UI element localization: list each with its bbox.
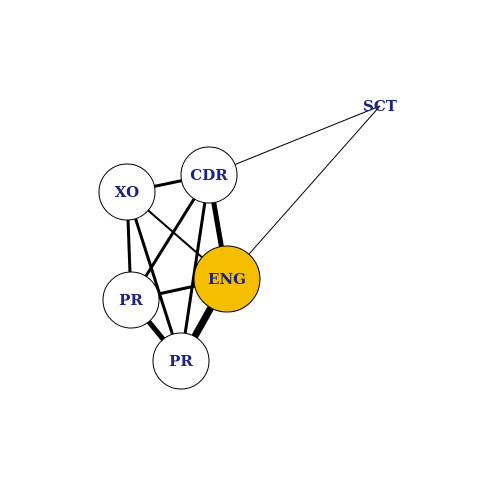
node-label-cdr: CDR	[190, 166, 228, 184]
edge-cdr-pr2	[179, 174, 211, 362]
node-cdr: CDR	[180, 146, 238, 204]
node-circle-pr2	[152, 332, 210, 390]
node-sct: SCT	[363, 97, 398, 115]
edge-xo-pr2	[125, 191, 183, 362]
node-label-pr1: PR	[119, 291, 143, 309]
node-label-xo: XO	[115, 183, 139, 201]
node-pr1: PR	[102, 271, 160, 329]
node-pr2: PR	[152, 332, 210, 390]
node-eng: ENG	[193, 245, 261, 313]
node-circle-pr1	[102, 271, 160, 329]
node-circle-cdr	[180, 146, 238, 204]
nodes-layer: SCT CDR XO ENG PR PR	[98, 97, 398, 390]
node-label-eng: ENG	[208, 270, 246, 288]
node-circle-eng	[193, 245, 261, 313]
edge-sct-cdr	[208, 105, 381, 176]
edges-layer	[125, 105, 381, 363]
edge-sct-eng	[226, 105, 381, 280]
node-label-sct: SCT	[363, 97, 398, 115]
node-xo: XO	[98, 163, 156, 221]
node-label-pr2: PR	[169, 352, 193, 370]
node-circle-xo	[98, 163, 156, 221]
